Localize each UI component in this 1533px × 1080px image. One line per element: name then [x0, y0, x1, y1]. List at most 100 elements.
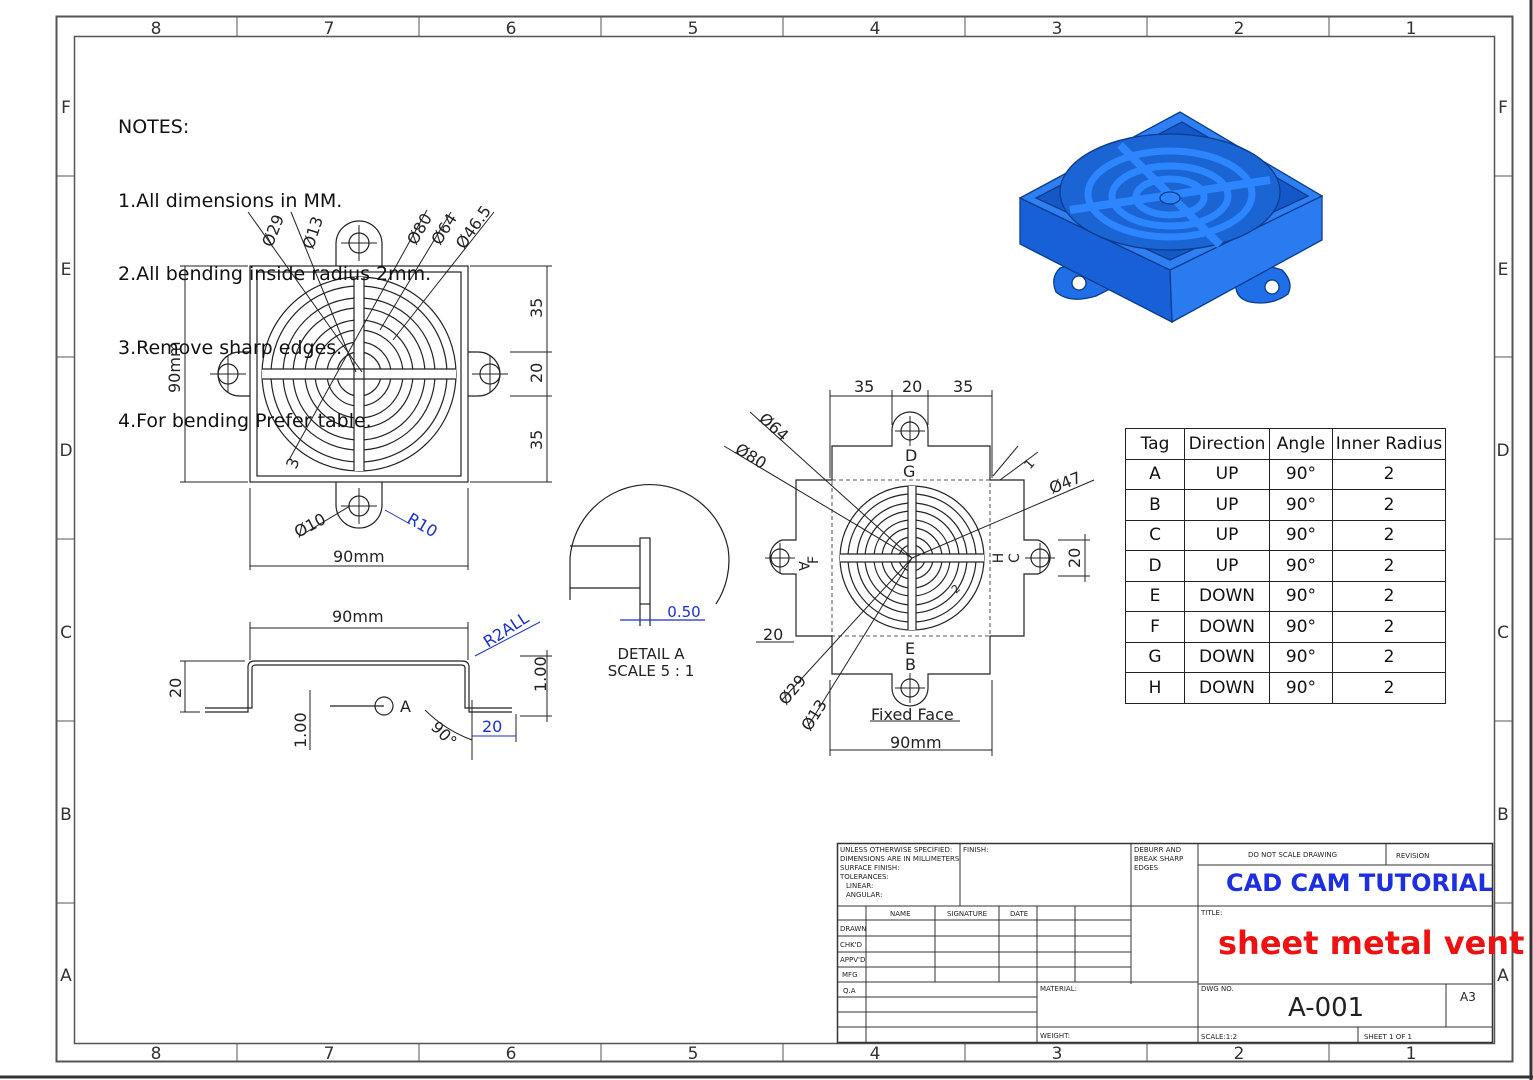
- deburr-line: BREAK SHARP: [1134, 855, 1183, 863]
- flat-dia-47: Ø47: [1046, 468, 1084, 498]
- zone-row-right: D: [1496, 441, 1509, 461]
- cell-tag: B: [1125, 489, 1185, 521]
- sheet-size: A3: [1460, 990, 1476, 1004]
- side-view-dimensions: [180, 621, 552, 760]
- dwg-no: A-001: [1288, 993, 1364, 1023]
- flat-dim-left-20: 20: [763, 625, 783, 644]
- title-caption: TITLE:: [1200, 909, 1222, 917]
- zone-row-left: F: [61, 98, 71, 118]
- flat-gap-1: 1: [1022, 457, 1039, 473]
- note-item: 2.All bending inside radius 2mm.: [118, 263, 432, 285]
- cell-direction: DOWN: [1184, 672, 1270, 704]
- detail-scale: SCALE 5 : 1: [608, 662, 695, 680]
- dim-35-bottom: 35: [527, 430, 546, 450]
- cell-angle: 90°: [1269, 550, 1333, 582]
- bend-tag-e: E: [905, 639, 915, 658]
- bend-tag-c: C: [1007, 553, 1023, 563]
- cell-angle: 90°: [1269, 489, 1333, 521]
- cell-angle: 90°: [1269, 519, 1333, 551]
- spec-line: SURFACE FINISH:: [840, 864, 899, 872]
- cell-direction: UP: [1184, 550, 1270, 582]
- zone-col-top: 3: [1052, 19, 1063, 39]
- zone-row-right: F: [1498, 98, 1508, 118]
- company-name: CAD CAM TUTORIAL: [1226, 869, 1493, 897]
- row-approved: APPV'D: [840, 956, 865, 964]
- cell-tag: E: [1125, 580, 1185, 612]
- side-view-text: 90mm 20 R2ALL 1.00 1.00 90° 20 A: [166, 607, 550, 751]
- zone-row-right: A: [1497, 966, 1509, 986]
- zone-row-left: E: [61, 260, 72, 280]
- flat-dia-29: Ø29: [775, 671, 811, 708]
- cell-angle: 90°: [1269, 641, 1333, 673]
- bend-tag-d: D: [905, 446, 917, 465]
- detail-title: DETAIL A: [617, 645, 685, 663]
- spec-line: DIMENSIONS ARE IN MILLIMETERS: [840, 855, 960, 863]
- flat-dim-right-20: 20: [1065, 548, 1084, 568]
- cell-direction: DOWN: [1184, 611, 1270, 643]
- zone-col-bottom: 1: [1406, 1044, 1417, 1064]
- cell-inner-radius: 2: [1332, 580, 1446, 612]
- header-tag: Tag: [1125, 428, 1185, 460]
- cell-direction: UP: [1184, 519, 1270, 551]
- flat-width-90mm: 90mm: [890, 733, 942, 752]
- zone-col-bottom: 6: [506, 1044, 517, 1064]
- zone-row-right: B: [1497, 805, 1509, 825]
- flat-dia-13: Ø13: [797, 696, 831, 734]
- bend-tag-h: H: [991, 553, 1007, 564]
- cell-direction: UP: [1184, 489, 1270, 521]
- zone-col-bottom: 8: [151, 1044, 162, 1064]
- cell-tag: D: [1125, 550, 1185, 582]
- cell-inner-radius: 2: [1332, 519, 1446, 551]
- finish-caption: FINISH:: [963, 846, 988, 854]
- zone-col-top: 4: [870, 19, 881, 39]
- zone-col-top: 2: [1234, 19, 1245, 39]
- radius-10: R10: [404, 509, 441, 541]
- header-direction: Direction: [1184, 428, 1270, 460]
- material-caption: MATERIAL:: [1040, 985, 1077, 993]
- dia-46-5: Ø46.5: [452, 202, 495, 252]
- cell-angle: 90°: [1269, 458, 1333, 490]
- zone-ticks: [57, 17, 1512, 1061]
- zone-col-top: 7: [324, 19, 335, 39]
- width-90mm: 90mm: [333, 547, 385, 566]
- cell-angle: 90°: [1269, 580, 1333, 612]
- col-date: DATE: [1010, 910, 1028, 918]
- zone-col-bottom: 5: [688, 1044, 699, 1064]
- flat-dim-20: 20: [902, 377, 922, 396]
- zone-col-bottom: 4: [870, 1044, 881, 1064]
- col-name: NAME: [890, 910, 911, 918]
- dwg-no-caption: DWG NO.: [1201, 985, 1234, 993]
- cell-tag: H: [1125, 672, 1185, 704]
- zone-col-bottom: 2: [1234, 1044, 1245, 1064]
- note-item: 4.For bending Prefer table.: [118, 410, 372, 432]
- detail-thickness: 0.50: [667, 603, 700, 621]
- weight-caption: WEIGHT:: [1040, 1032, 1070, 1040]
- zone-col-bottom: 3: [1052, 1044, 1063, 1064]
- cell-direction: UP: [1184, 458, 1270, 490]
- cell-tag: F: [1125, 611, 1185, 643]
- height-90mm: 90mm: [165, 341, 184, 393]
- dim-35-top: 35: [527, 298, 546, 318]
- zone-labels: 8 7 6 5 4 3 2 1 8 7 6 5 4 3 2 1 F E D C …: [59, 19, 1509, 1064]
- cell-inner-radius: 2: [1332, 458, 1446, 490]
- title-block-text: UNLESS OTHERWISE SPECIFIED: DIMENSIONS A…: [839, 846, 1524, 1041]
- fixed-face-label: Fixed Face: [871, 705, 954, 724]
- zone-col-top: 1: [1406, 19, 1417, 39]
- note-item: 1.All dimensions in MM.: [118, 189, 343, 212]
- header-angle: Angle: [1269, 428, 1333, 460]
- flat-dia-64: Ø64: [755, 409, 792, 445]
- dim-20: 20: [527, 363, 546, 383]
- do-not-scale: DO NOT SCALE DRAWING: [1248, 851, 1337, 859]
- zone-row-right: C: [1497, 623, 1509, 643]
- side-view: [205, 660, 512, 716]
- cell-tag: C: [1125, 519, 1185, 551]
- bend-tag-a: A: [795, 561, 811, 571]
- spec-line: UNLESS OTHERWISE SPECIFIED:: [840, 846, 952, 854]
